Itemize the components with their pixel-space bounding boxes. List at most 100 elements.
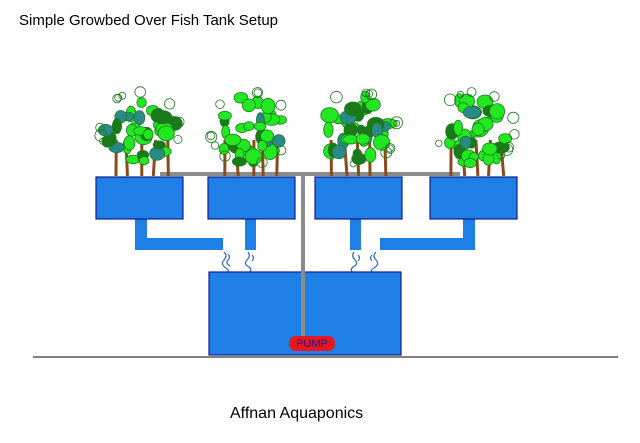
plant-tendril	[164, 98, 176, 110]
plant-tendril	[349, 160, 357, 168]
diagram-title: Simple Growbed Over Fish Tank Setup	[19, 12, 279, 29]
plant-tendril	[509, 129, 520, 140]
plant-leaf	[463, 157, 477, 169]
plant-cluster-1	[94, 86, 185, 177]
plant-tendril	[118, 91, 127, 100]
drain-pipe-1-horizontal	[135, 238, 223, 250]
plants	[94, 86, 520, 177]
pump-body	[289, 336, 335, 351]
plant-leaf	[471, 122, 485, 136]
plant-tendril	[205, 130, 218, 143]
plant-tendril	[206, 131, 216, 141]
plant-leaf	[97, 123, 114, 137]
plant-leaf	[320, 107, 339, 124]
plant-tendril	[466, 87, 477, 97]
plant-tendril	[456, 90, 465, 99]
plant-tendril	[384, 143, 396, 154]
plant-tendril	[380, 146, 393, 159]
plant-leaf	[243, 121, 255, 132]
plant-cluster-2	[205, 87, 287, 177]
plant-leaf	[260, 97, 276, 115]
plant-leaf	[462, 106, 482, 119]
plant-tendril	[496, 151, 506, 160]
plant-stem	[166, 139, 170, 177]
plant-leaf	[257, 139, 268, 152]
plant-leaf	[112, 118, 123, 135]
plant-tendril	[500, 143, 514, 156]
plant-leaf	[364, 147, 377, 163]
plant-tendril	[275, 99, 287, 111]
plant-tendril	[174, 116, 185, 128]
plant-leaf	[152, 140, 166, 150]
plant-leaf	[224, 133, 242, 147]
growbed-2	[207, 176, 296, 220]
plant-leaf	[344, 101, 362, 117]
splash-3	[350, 251, 361, 275]
diagram-caption: Affnan Aquaponics	[230, 405, 364, 422]
plant-tendril	[256, 156, 268, 168]
feed-pipes	[160, 172, 460, 342]
plant-tendril	[390, 116, 404, 130]
pump-label: PUMP	[296, 338, 328, 350]
plant-leaf	[157, 125, 175, 142]
plant-tendril	[385, 144, 394, 153]
plant-leaf	[355, 133, 371, 145]
plant-tendril	[361, 88, 371, 98]
plant-leaf	[231, 156, 247, 167]
plant-cluster-4	[435, 87, 520, 177]
plant-tendril	[210, 141, 220, 150]
growbed-4	[429, 176, 518, 220]
plant-leaf	[365, 97, 381, 112]
plant-tendril	[435, 139, 443, 147]
plant-leaf	[323, 121, 334, 138]
growbed-3	[314, 176, 403, 220]
plant-tendril	[507, 111, 520, 124]
plant-leaf	[352, 148, 363, 159]
plant-cluster-3	[320, 88, 404, 177]
plant-leaf	[489, 103, 506, 120]
plant-tendril	[503, 141, 515, 153]
drain-pipe-3	[350, 218, 361, 250]
plant-leaf	[372, 134, 391, 151]
growbeds	[95, 176, 518, 220]
plant-leaf	[241, 98, 256, 113]
plant-tendril	[173, 134, 183, 144]
plant-leaf	[453, 119, 464, 136]
plant-leaf	[482, 142, 498, 156]
splash-4	[369, 251, 379, 275]
plant-leaf	[244, 148, 263, 165]
plant-leaf	[153, 110, 173, 125]
plant-leaf	[331, 144, 347, 160]
plant-leaf	[459, 135, 472, 149]
pump: PUMP	[289, 336, 335, 351]
plant-leaf	[142, 128, 154, 140]
plant-tendril	[393, 119, 401, 127]
plant-leaf	[253, 121, 267, 132]
plant-leaf	[138, 156, 150, 166]
feed-pipe-manifold	[160, 172, 460, 176]
plant-tendril	[251, 87, 263, 99]
drain-pipe-2	[245, 218, 256, 250]
plant-tendril	[134, 86, 146, 98]
plant-tendril	[114, 93, 123, 102]
feed-pipe-riser	[301, 172, 305, 342]
plant-tendril	[276, 145, 287, 156]
splash-2	[244, 251, 255, 275]
water-splashes	[221, 251, 379, 275]
plant-tendril	[215, 99, 225, 109]
plant-leaf	[217, 110, 232, 121]
plant-tendril	[253, 88, 262, 97]
drain-pipe-4-horizontal	[380, 238, 475, 250]
plant-tendril	[94, 128, 108, 142]
plant-tendril	[219, 150, 231, 162]
plant-leaf	[260, 129, 275, 143]
plant-tendril	[489, 91, 500, 102]
plant-leaf	[123, 135, 136, 151]
drain-pipes	[135, 218, 475, 250]
plant-tendril	[330, 90, 343, 104]
plant-tendril	[444, 93, 457, 107]
splash-1	[221, 251, 231, 275]
plant-tendril	[365, 88, 378, 101]
plant-leaf	[136, 97, 147, 108]
